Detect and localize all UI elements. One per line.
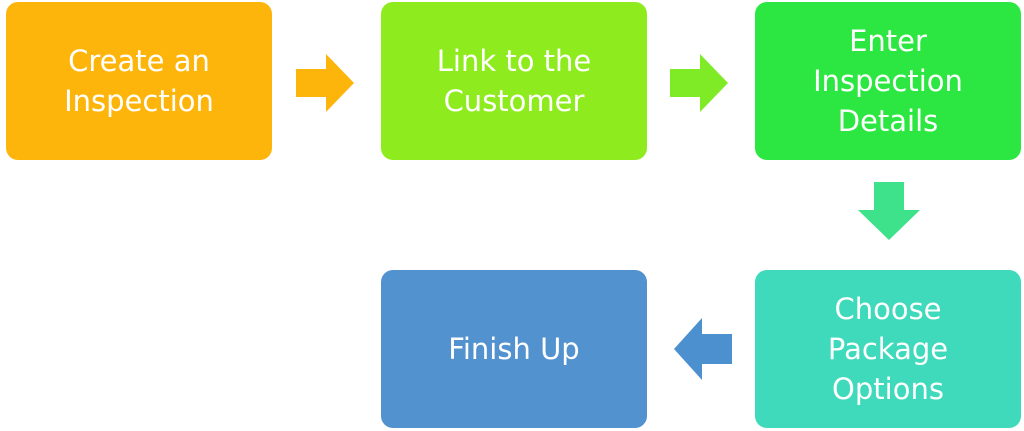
step-label-line: Choose [834, 292, 942, 326]
step-label-line: Options [832, 372, 944, 406]
step-label-line: Enter [849, 24, 927, 58]
step-create-inspection: Create an Inspection [6, 2, 272, 160]
step-label-line: Inspection [813, 64, 963, 98]
arrow-down-icon [858, 182, 920, 240]
step-link-customer: Link to the Customer [381, 2, 647, 160]
arrow-right-icon [296, 54, 354, 112]
arrow-right-icon [670, 54, 728, 112]
step-enter-details: Enter Inspection Details [755, 2, 1021, 160]
arrow-shape [670, 54, 728, 112]
step-label: Choose Package Options [828, 289, 948, 409]
step-label-line: Package [827, 332, 949, 366]
step-label-line: Link to the [436, 44, 592, 78]
step-label-line: Details [837, 104, 939, 138]
arrow-shape [858, 182, 920, 240]
step-label-line: Finish Up [448, 332, 580, 366]
step-label-line: Inspection [64, 84, 214, 118]
arrow-left-icon [674, 318, 732, 380]
arrow-shape [296, 54, 354, 112]
arrow-shape [674, 318, 732, 380]
step-label: Finish Up [448, 329, 579, 369]
step-label: Create an Inspection [64, 41, 214, 121]
step-label-line: Create an [68, 44, 210, 78]
step-label: Enter Inspection Details [813, 21, 963, 141]
step-finish-up: Finish Up [381, 270, 647, 428]
step-label: Link to the Customer [437, 41, 592, 121]
step-choose-package: Choose Package Options [755, 270, 1021, 428]
step-label-line: Customer [443, 84, 585, 118]
